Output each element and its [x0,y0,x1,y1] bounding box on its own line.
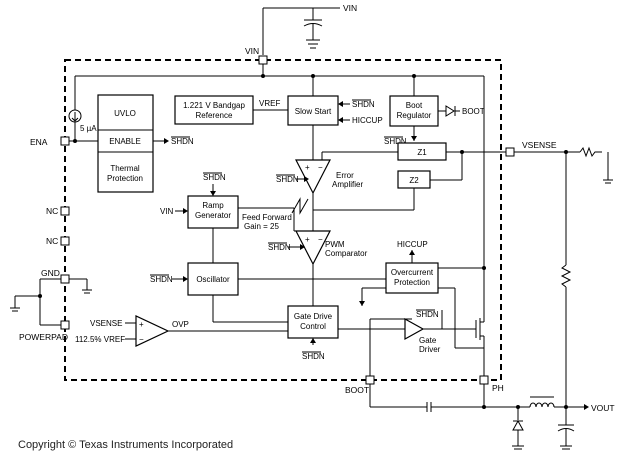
slow-start-shdn-label: SHDN [352,100,375,109]
error-amplifier [295,159,331,195]
pwm-label-1: PWM [325,240,345,249]
oscillator-shdn-label: SHDN [150,275,173,284]
overcurrent-label-1: Overcurrent [391,268,434,277]
vout-label: VOUT [591,403,615,413]
vsense-label: VSENSE [522,140,557,150]
error-amp-shdn-label: SHDN [276,175,299,184]
gate-driver-shdn-label: SHDN [416,310,439,319]
vref-label: VREF [259,99,280,108]
thermal-label-2: Protection [107,174,143,183]
ovp-minus: − [139,335,144,344]
gate-driver-label-1: Gate [419,336,437,345]
hiccup-out-label: HICCUP [397,240,428,249]
ramp-vin-label: VIN [160,207,174,216]
boot-pin [365,375,375,385]
ramp-waveform-icon [291,197,309,215]
vin-pin-label: VIN [245,46,259,56]
ovp-comparator [135,315,170,347]
thermal-label-1: Thermal [110,164,140,173]
nc2-pin [60,236,70,246]
gate-drive-label-1: Gate Drive [294,312,333,321]
ff-label-1: Feed Forward [242,213,292,222]
pwm-plus: + [305,235,310,244]
ph-pin [479,375,489,385]
ovp-label: OVP [172,320,189,329]
ff-label-2: Gain = 25 [244,222,279,231]
ph-pin-label: PH [492,383,504,393]
error-amp-label-1: Error [336,171,354,180]
bandgap-block [174,95,254,125]
gate-drive-control-block [287,305,339,339]
oscillator-label: Oscillator [196,275,230,284]
ramp-label-1: Ramp [202,201,224,210]
gnd-pin [60,274,70,284]
slow-start-block [287,95,339,126]
error-amp-plus: + [305,163,310,172]
bandgap-label-1: 1.221 V Bandgap [183,101,245,110]
powerpad-label: POWERPAD [19,332,68,342]
ena-pin [60,136,70,146]
boot-regulator-label-2: Regulator [397,111,432,120]
gate-drive-shdn-label: SHDN [302,352,325,361]
nc1-label: NC [46,206,58,216]
ovp-vsense-label: VSENSE [90,319,122,328]
gnd-label: GND [41,268,60,278]
vin-top-label: VIN [343,3,357,13]
current-source-label: 5 µA [80,124,97,133]
pwm-comparator [295,230,331,266]
enable-shdn-label: SHDN [171,137,194,146]
slow-start-label: Slow Start [295,107,332,116]
ena-pin-label: ENA [30,137,48,147]
boot-shdn-label: SHDN [384,137,407,146]
vsense-pin [505,147,515,157]
hiccup-in-label: HICCUP [352,116,383,125]
boot-pin-label: BOOT [345,385,369,395]
boot-diode-icon [445,105,455,117]
bandgap-label-2: Reference [196,111,233,120]
error-amp-minus: − [318,163,323,172]
vin-supply [262,7,340,55]
nc2-label: NC [46,236,58,246]
z1-label: Z1 [417,148,427,157]
vin-pin [258,55,268,65]
error-amp-label-2: Amplifier [332,180,363,189]
gate-driver-label-2: Driver [419,345,441,354]
z2-label: Z2 [409,176,419,185]
copyright-text: Copyright © Texas Instruments Incorporat… [18,439,233,451]
ovp-vref-label: 112.5% VREF [75,335,125,344]
uvlo-enable-block [97,94,154,193]
overcurrent-label-2: Protection [394,278,430,287]
powerpad-pin [60,320,70,330]
ramp-shdn-label: SHDN [203,173,226,182]
nc1-pin [60,206,70,216]
ramp-label-2: Generator [195,211,231,220]
gate-drive-label-2: Control [300,322,326,331]
output-stage [369,384,589,450]
enable-arrow [164,138,169,144]
high-side-fet-icon [470,318,485,376]
ground-wiring [10,278,92,326]
ic-boundary [64,59,502,381]
pwm-label-2: Comparator [325,249,368,258]
ramp-generator-block [187,195,239,229]
gate-driver [404,317,425,341]
pwm-minus: − [318,235,323,244]
ovp-plus: + [139,320,144,329]
feedback-divider [514,146,613,407]
uvlo-label: UVLO [114,109,136,118]
current-source-5ua [68,109,82,141]
pwm-shdn-label: SHDN [268,243,291,252]
enable-label: ENABLE [109,137,141,146]
boot-regulator-label-1: Boot [406,101,423,110]
boot-diode-label: BOOT [462,107,485,116]
